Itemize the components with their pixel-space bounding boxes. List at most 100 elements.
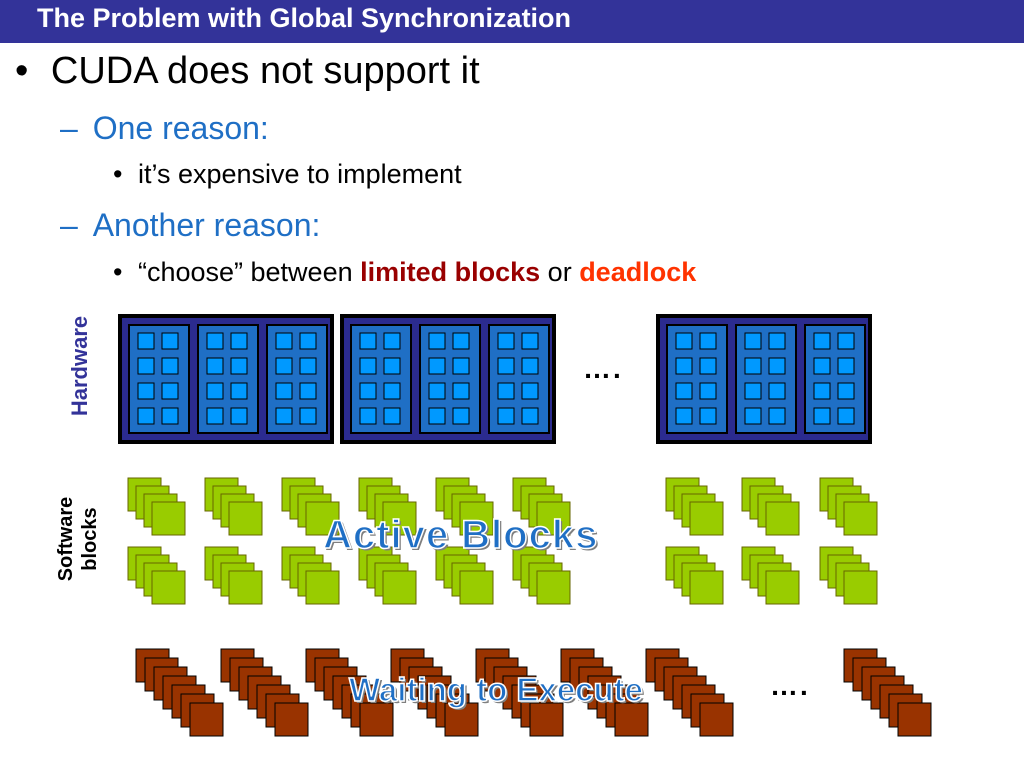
processor-core — [837, 407, 855, 425]
subsubbullet-expensive: • it’s expensive to implement — [113, 159, 462, 190]
active-block — [536, 570, 571, 605]
subbullet-text: One reason: — [92, 110, 269, 146]
processor-core — [521, 357, 539, 375]
slide-title: The Problem with Global Synchronization — [37, 3, 572, 33]
processor-core — [744, 357, 762, 375]
dash-marker: – — [60, 207, 78, 243]
processor-core — [275, 407, 293, 425]
processor-core — [699, 332, 717, 350]
software-blocks-label: Software blocks — [54, 489, 104, 589]
processor-core — [275, 357, 293, 375]
bullet-marker: • — [15, 50, 29, 92]
software-label-line2: blocks — [79, 507, 101, 571]
processor-core — [813, 407, 831, 425]
waiting-to-execute-label: Waiting to Execute — [348, 670, 643, 709]
processor-core — [497, 407, 515, 425]
subbullet-another-reason: – Another reason: — [60, 207, 320, 244]
processor-core — [206, 332, 224, 350]
subsubbullet-text: it’s expensive to implement — [137, 159, 462, 189]
processor-core — [675, 407, 693, 425]
processor-core — [359, 407, 377, 425]
processor-core — [275, 382, 293, 400]
processor-core — [359, 332, 377, 350]
processor-core — [206, 382, 224, 400]
processor-core — [768, 332, 786, 350]
processor-core — [768, 357, 786, 375]
active-block — [228, 501, 263, 536]
waiting-ellipsis: …. — [770, 670, 810, 701]
processor-core — [497, 357, 515, 375]
processor-core — [428, 407, 446, 425]
active-block — [843, 570, 878, 605]
processor-core — [206, 407, 224, 425]
processor-core — [230, 357, 248, 375]
processor-core — [452, 332, 470, 350]
active-block — [765, 501, 800, 536]
active-block — [765, 570, 800, 605]
processor-core — [299, 357, 317, 375]
processor-core — [699, 407, 717, 425]
processor-core — [161, 357, 179, 375]
active-block — [382, 501, 417, 536]
processor-core — [428, 382, 446, 400]
processor-core — [744, 332, 762, 350]
processor-core — [813, 357, 831, 375]
active-block — [843, 501, 878, 536]
subbullet-one-reason: – One reason: — [60, 110, 269, 147]
bullet-marker: • — [113, 159, 123, 189]
processor-core — [161, 407, 179, 425]
waiting-block — [897, 702, 932, 737]
processor-core — [452, 407, 470, 425]
or-text: or — [540, 257, 580, 287]
active-block — [689, 501, 724, 536]
active-block — [536, 501, 571, 536]
processor-core — [137, 407, 155, 425]
processor-core — [521, 382, 539, 400]
processor-core — [383, 332, 401, 350]
processor-core — [230, 382, 248, 400]
processor-core — [699, 357, 717, 375]
processor-core — [452, 382, 470, 400]
processor-core — [813, 332, 831, 350]
bullet-text: CUDA does not support it — [50, 50, 480, 92]
waiting-block — [444, 702, 479, 737]
processor-core — [161, 332, 179, 350]
processor-core — [383, 382, 401, 400]
processor-core — [359, 382, 377, 400]
processor-core — [299, 382, 317, 400]
waiting-block — [274, 702, 309, 737]
active-block — [459, 501, 494, 536]
processor-core — [230, 332, 248, 350]
processor-core — [230, 407, 248, 425]
processor-core — [699, 382, 717, 400]
processor-core — [521, 332, 539, 350]
processor-core — [299, 407, 317, 425]
processor-core — [521, 407, 539, 425]
subsubbullet-choose: • “choose” between limited blocks or dea… — [113, 257, 696, 288]
limited-blocks-text: limited blocks — [360, 257, 541, 287]
waiting-block — [529, 702, 564, 737]
waiting-block — [359, 702, 394, 737]
processor-core — [768, 407, 786, 425]
processor-core — [428, 332, 446, 350]
bullet-cuda: • CUDA does not support it — [15, 50, 480, 93]
processor-core — [137, 357, 155, 375]
active-block — [228, 570, 263, 605]
bullet-marker: • — [113, 257, 123, 287]
waiting-block — [699, 702, 734, 737]
processor-core — [813, 382, 831, 400]
processor-core — [359, 357, 377, 375]
waiting-block — [614, 702, 649, 737]
processor-core — [837, 332, 855, 350]
processor-core — [675, 332, 693, 350]
processor-core — [497, 382, 515, 400]
processor-core — [452, 357, 470, 375]
processor-core — [383, 357, 401, 375]
dash-marker: – — [60, 110, 78, 146]
software-label-line1: Software — [55, 496, 77, 582]
active-block — [382, 570, 417, 605]
processor-core — [837, 357, 855, 375]
processor-core — [837, 382, 855, 400]
processor-core — [275, 332, 293, 350]
